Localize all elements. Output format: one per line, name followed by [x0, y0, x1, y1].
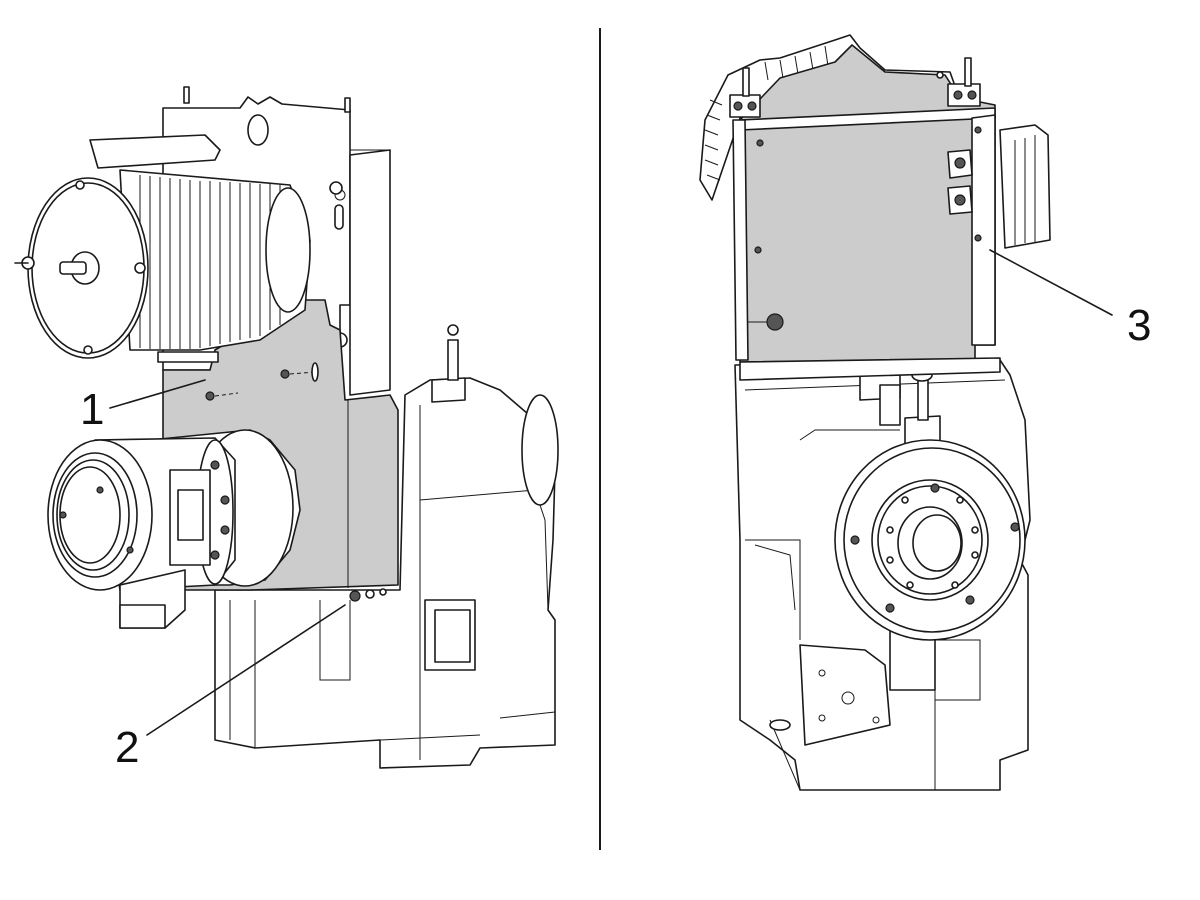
- callout-2: 2: [115, 723, 139, 772]
- right-side-box: [999, 124, 1051, 249]
- left-housing: [214, 324, 559, 769]
- callout-3: 3: [1127, 301, 1151, 350]
- right-top-bolts: [729, 57, 981, 118]
- callout-1: 1: [80, 385, 104, 434]
- leader-line-1: [109, 379, 206, 409]
- right-view: [699, 34, 1113, 791]
- leader-line-3: [989, 249, 1113, 316]
- motor: [14, 134, 311, 363]
- left-view: [14, 86, 559, 769]
- leader-line-2: [146, 604, 346, 736]
- right-spindle-face: [834, 439, 1026, 641]
- spindle-cartridge: [47, 429, 301, 629]
- right-mount-bracket: [799, 644, 891, 746]
